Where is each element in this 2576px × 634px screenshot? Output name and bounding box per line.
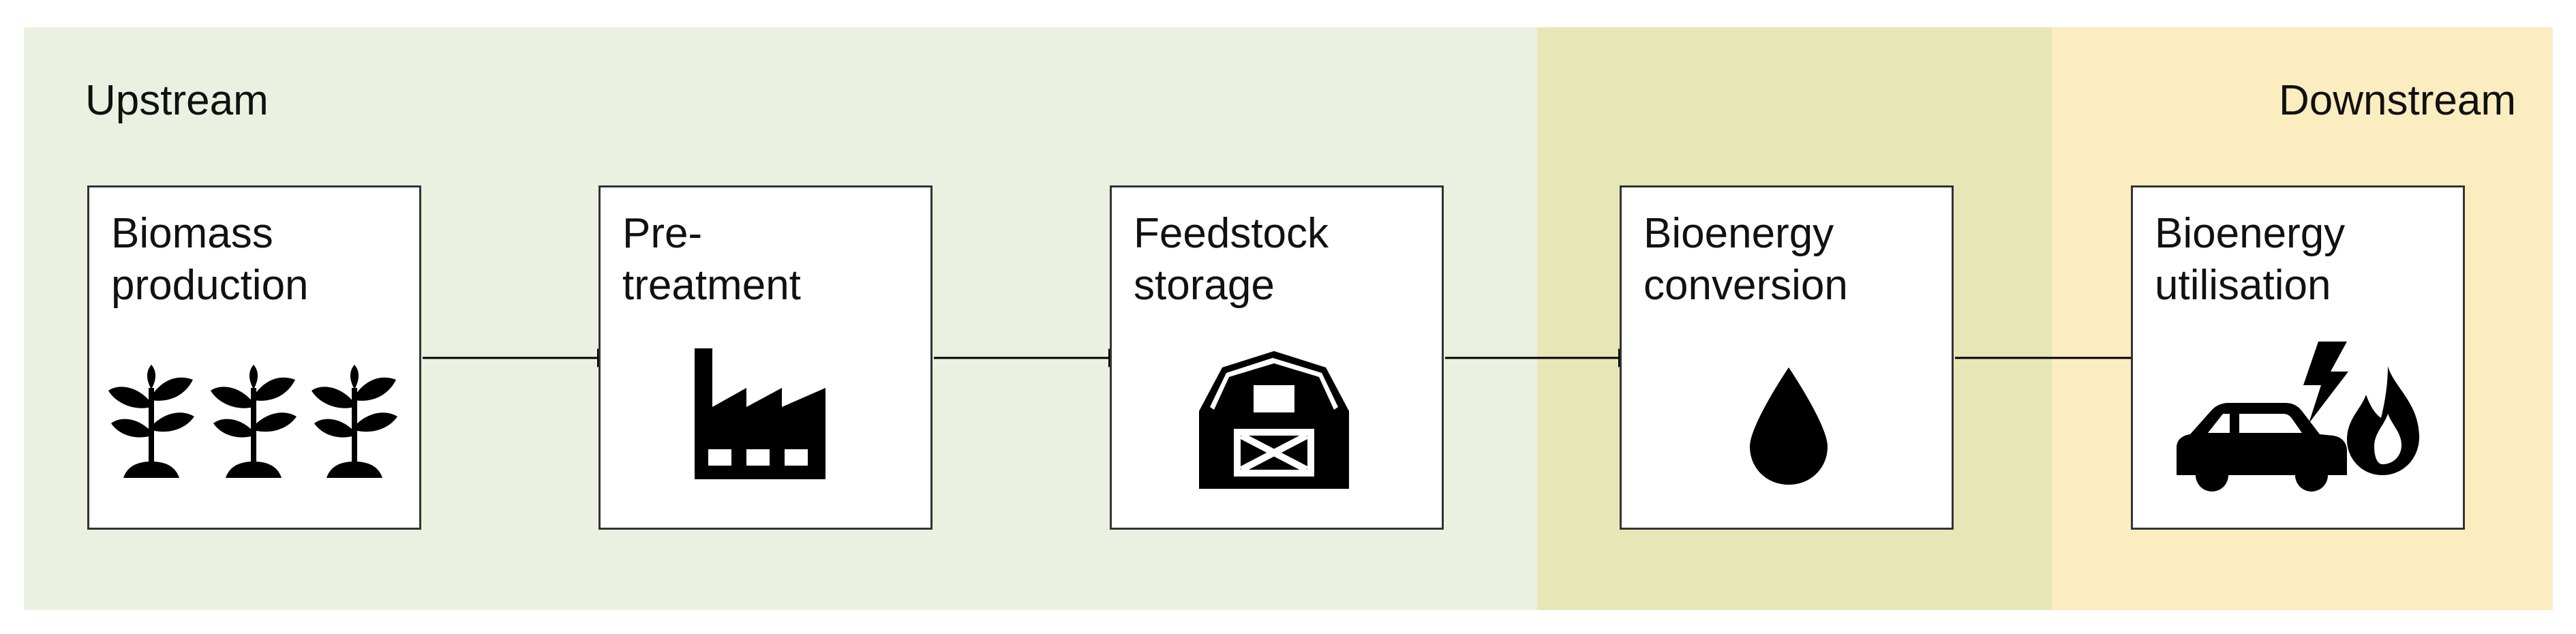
step-label: Bioenergy conversion (1643, 210, 1848, 309)
upstream-label: Upstream (85, 77, 269, 124)
step-label: Bioenergy utilisation (2155, 210, 2346, 309)
downstream-label: Downstream (2279, 77, 2516, 124)
step-bioenergy-utilisation: Bioenergy utilisation (2131, 185, 2465, 530)
step-biomass-production: Biomass production (87, 185, 421, 530)
step-label: Feedstock storage (1134, 210, 1329, 309)
seedling-icon (108, 365, 397, 478)
droplet-icon (1750, 367, 1828, 485)
step-pre-treatment: Pre- treatment (598, 185, 933, 530)
step-label: Pre- treatment (622, 210, 801, 309)
step-feedstock-storage: Feedstock storage (1110, 185, 1444, 530)
flame-icon (2347, 366, 2419, 475)
lightning-icon (2303, 342, 2348, 423)
barn-icon (1199, 351, 1349, 489)
car-lightning-flame-icon (2177, 342, 2419, 492)
factory-icon (695, 348, 825, 479)
step-label: Biomass production (111, 210, 309, 309)
step-bioenergy-conversion: Bioenergy conversion (1620, 185, 1954, 530)
